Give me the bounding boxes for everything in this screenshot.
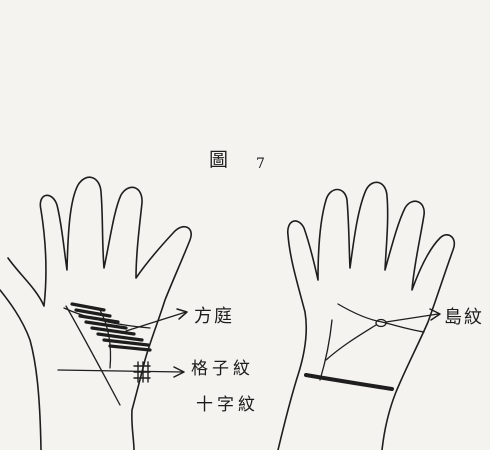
left-hand-outline (7, 176, 192, 450)
right-head-line (325, 324, 377, 361)
grille-arrow (57, 369, 184, 373)
left-hand (0, 176, 192, 450)
cross-label: 十字紋 (196, 395, 259, 415)
quadrangle-label: 方庭 (194, 306, 234, 327)
grille-arrowhead (173, 366, 185, 378)
right-bold-line (304, 373, 394, 391)
island-arrow (385, 313, 439, 323)
figure-title: 圖 (209, 149, 228, 171)
island-arrowhead (429, 308, 441, 321)
island-mark (375, 318, 387, 328)
right-life-line (319, 319, 333, 381)
right-hand (277, 181, 456, 450)
right-hand-outline (277, 181, 456, 450)
quadrangle-hatching (70, 302, 152, 352)
quadrangle-arrowhead (176, 308, 188, 320)
right-heart-line (337, 303, 425, 333)
grille-label: 格子紋 (191, 359, 254, 379)
left-hand-outline-lower (0, 289, 42, 450)
figure-number: 7 (256, 156, 265, 172)
island-label: 島紋 (444, 307, 484, 328)
quadrangle-arrow (125, 311, 187, 332)
left-life-line (65, 305, 121, 406)
